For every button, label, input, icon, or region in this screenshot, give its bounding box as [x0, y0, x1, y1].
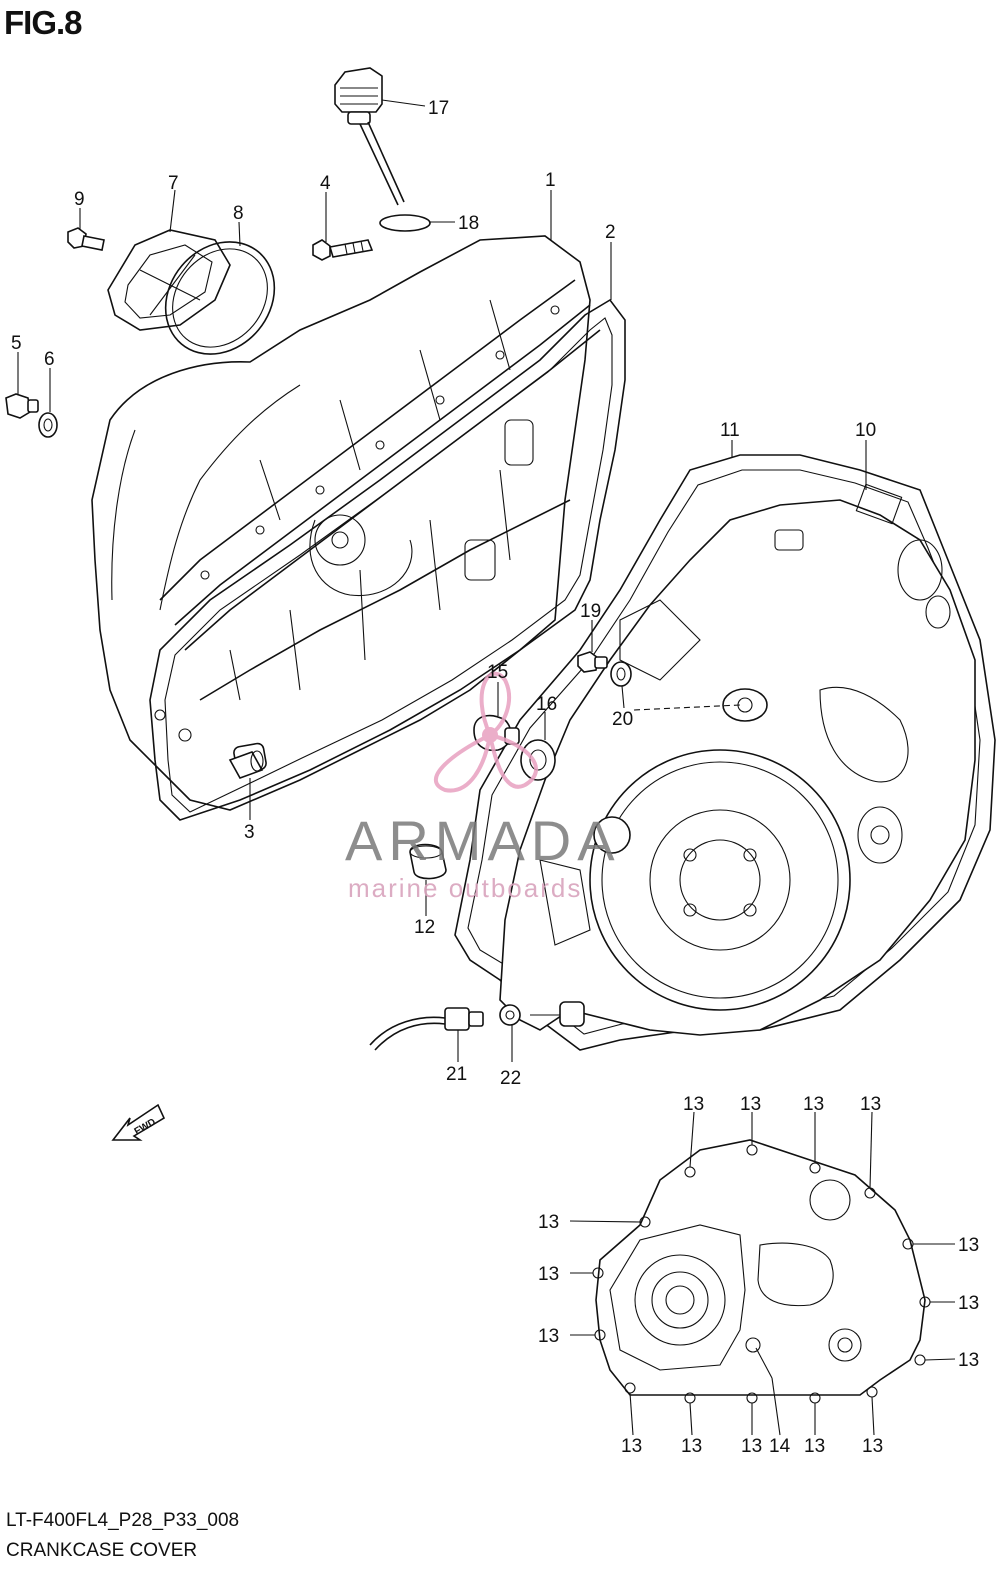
callout-12: 12 — [414, 917, 435, 938]
callout-20: 20 — [612, 709, 633, 730]
callout-13: 13 — [860, 1094, 881, 1115]
watermark-brand: ARMADA — [345, 809, 621, 872]
bolt-19 — [577, 651, 608, 673]
callout-13: 13 — [681, 1436, 702, 1457]
dowel-3 — [228, 750, 264, 779]
callout-19: 19 — [580, 601, 601, 622]
callout-labels: 17 18 1 2 4 7 8 9 5 6 11 10 19 20 15 16 … — [11, 98, 979, 1457]
callout-13: 13 — [804, 1436, 825, 1457]
callout-14: 14 — [769, 1436, 791, 1457]
dowel-12 — [409, 843, 447, 880]
callout-16: 16 — [536, 694, 557, 715]
callout-10: 10 — [855, 420, 876, 441]
crankcase-cover-right — [499, 483, 976, 1036]
inset-cover-bolts — [592, 1139, 931, 1404]
callout-15: 15 — [487, 662, 508, 683]
callout-21: 21 — [446, 1064, 467, 1085]
callout-13: 13 — [958, 1350, 979, 1371]
o-ring-18 — [379, 214, 431, 232]
washer-6 — [38, 412, 58, 438]
callout-2: 2 — [605, 222, 616, 243]
callout-22: 22 — [500, 1068, 521, 1089]
callout-6: 6 — [44, 349, 55, 370]
callout-7: 7 — [168, 173, 179, 194]
inspection-cover-7 — [107, 229, 231, 331]
leader-lines — [17, 99, 956, 1436]
callout-11: 11 — [720, 420, 740, 441]
bolt-9 — [67, 227, 105, 251]
callout-13: 13 — [683, 1094, 704, 1115]
callout-18: 18 — [458, 213, 479, 234]
bolt-4 — [312, 239, 374, 261]
callout-13: 13 — [621, 1436, 642, 1457]
washer-22 — [499, 1004, 521, 1026]
gasket-8 — [164, 241, 276, 355]
callout-13: 13 — [538, 1264, 559, 1285]
callout-9: 9 — [74, 189, 85, 210]
callout-13: 13 — [958, 1293, 979, 1314]
washer-16 — [520, 739, 556, 781]
sensor-21 — [369, 1007, 484, 1051]
plug-5 — [5, 393, 39, 419]
callout-13: 13 — [741, 1436, 762, 1457]
callout-4: 4 — [320, 173, 331, 194]
watermark-logo — [433, 671, 538, 793]
callout-13: 13 — [862, 1436, 883, 1457]
callout-13: 13 — [538, 1212, 559, 1233]
callout-8: 8 — [233, 203, 244, 224]
callout-17: 17 — [428, 98, 449, 119]
watermark-tagline: marine outboards — [348, 873, 583, 903]
callout-13: 13 — [958, 1235, 979, 1256]
callout-13: 13 — [803, 1094, 824, 1115]
callout-3: 3 — [244, 822, 255, 843]
callout-13: 13 — [538, 1326, 559, 1347]
figure-title: FIG.8 — [4, 4, 83, 41]
oil-filler-cap — [334, 67, 405, 206]
diagram-caption: CRANKCASE COVER — [6, 1540, 198, 1561]
callout-5: 5 — [11, 333, 22, 354]
callout-13: 13 — [740, 1094, 761, 1115]
washer-20 — [610, 661, 632, 687]
forward-arrow-icon: FWD — [111, 1103, 166, 1141]
callout-1: 1 — [545, 170, 556, 191]
model-code: LT-F400FL4_P28_P33_008 — [6, 1510, 240, 1531]
gasket-left — [149, 298, 626, 821]
